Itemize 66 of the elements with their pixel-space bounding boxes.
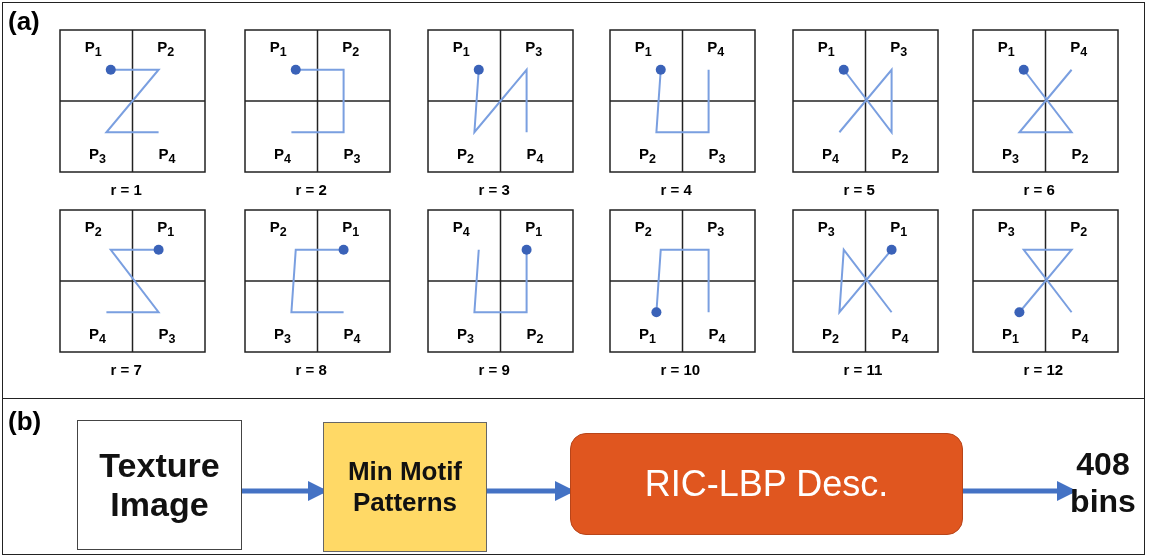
radius-label: r = 4 bbox=[660, 182, 692, 197]
point-label: P$_{1}$ bbox=[84, 39, 102, 59]
point-label: P$_{2}$ bbox=[891, 145, 909, 166]
point-label: P$_{3}$ bbox=[890, 39, 908, 59]
point-label: P$_{4}$ bbox=[708, 325, 726, 346]
point-label: P$_{2}$ bbox=[1071, 145, 1089, 166]
radius-label: r = 6 bbox=[1023, 182, 1055, 197]
point-label: P$_{4}$ bbox=[707, 39, 725, 59]
point-label: P$_{1}$ bbox=[634, 39, 652, 59]
point-label: P$_{2}$ bbox=[526, 325, 544, 346]
point-label: P$_{3}$ bbox=[707, 219, 725, 239]
radius-label: r = 2 bbox=[295, 182, 327, 197]
radius-label: r = 9 bbox=[478, 362, 510, 377]
point-label: P$_{4}$ bbox=[89, 325, 106, 346]
process-box: RIC-LBP Desc. bbox=[570, 433, 963, 535]
process-box: Min Motif Patterns bbox=[323, 422, 487, 552]
point-label: P$_{3}$ bbox=[1002, 145, 1019, 166]
point-label: P$_{4}$ bbox=[891, 325, 909, 346]
point-label: P$_{4}$ bbox=[452, 219, 470, 239]
point-label: P$_{1}$ bbox=[817, 39, 835, 59]
point-label: P$_{4}$ bbox=[1071, 325, 1089, 346]
point-label: P$_{4}$ bbox=[526, 145, 544, 166]
point-label: P$_{2}$ bbox=[342, 39, 360, 59]
point-label: P$_{4}$ bbox=[158, 145, 176, 166]
point-label: P$_{2}$ bbox=[457, 145, 474, 166]
point-label: P$_{4}$ bbox=[274, 145, 291, 166]
point-label: P$_{1}$ bbox=[452, 39, 470, 59]
point-label: P$_{3}$ bbox=[525, 39, 543, 59]
point-label: P$_{4}$ bbox=[822, 145, 839, 166]
point-label: P$_{2}$ bbox=[84, 219, 102, 239]
point-label: P$_{3}$ bbox=[89, 145, 106, 166]
point-label: P$_{3}$ bbox=[708, 145, 726, 166]
panel-label: (b) bbox=[8, 408, 42, 434]
point-label: P$_{1}$ bbox=[157, 219, 175, 239]
radius-label: r = 5 bbox=[843, 182, 875, 197]
radius-label: r = 7 bbox=[110, 362, 142, 377]
point-label: P$_{2}$ bbox=[634, 219, 652, 239]
point-label: P$_{3}$ bbox=[343, 145, 361, 166]
point-label: P$_{3}$ bbox=[817, 219, 835, 239]
point-label: P$_{1}$ bbox=[639, 325, 656, 346]
radius-label: r = 8 bbox=[295, 362, 327, 377]
point-label: P$_{2}$ bbox=[639, 145, 656, 166]
point-label: P$_{1}$ bbox=[525, 219, 543, 239]
process-box: Texture Image bbox=[77, 420, 242, 550]
point-label: P$_{3}$ bbox=[158, 325, 176, 346]
point-label: P$_{2}$ bbox=[157, 39, 175, 59]
panel-label: (a) bbox=[8, 8, 40, 34]
radius-label: r = 10 bbox=[660, 362, 701, 377]
point-label: P$_{3}$ bbox=[457, 325, 474, 346]
point-label: P$_{1}$ bbox=[342, 219, 360, 239]
point-label: P$_{1}$ bbox=[997, 39, 1015, 59]
point-label: P$_{1}$ bbox=[890, 219, 908, 239]
output-label: 408 bins bbox=[1072, 428, 1134, 538]
point-label: P$_{4}$ bbox=[1070, 39, 1088, 59]
radius-label: r = 12 bbox=[1023, 362, 1064, 377]
point-label: P$_{3}$ bbox=[274, 325, 291, 346]
point-label: P$_{2}$ bbox=[822, 325, 839, 346]
point-label: P$_{2}$ bbox=[1070, 219, 1088, 239]
point-label: P$_{3}$ bbox=[997, 219, 1015, 239]
radius-label: r = 3 bbox=[478, 182, 510, 197]
radius-label: r = 1 bbox=[110, 182, 142, 197]
point-label: P$_{1}$ bbox=[1002, 325, 1019, 346]
point-label: P$_{1}$ bbox=[269, 39, 287, 59]
point-label: P$_{4}$ bbox=[343, 325, 361, 346]
radius-label: r = 11 bbox=[843, 362, 883, 377]
point-label: P$_{2}$ bbox=[269, 219, 287, 239]
